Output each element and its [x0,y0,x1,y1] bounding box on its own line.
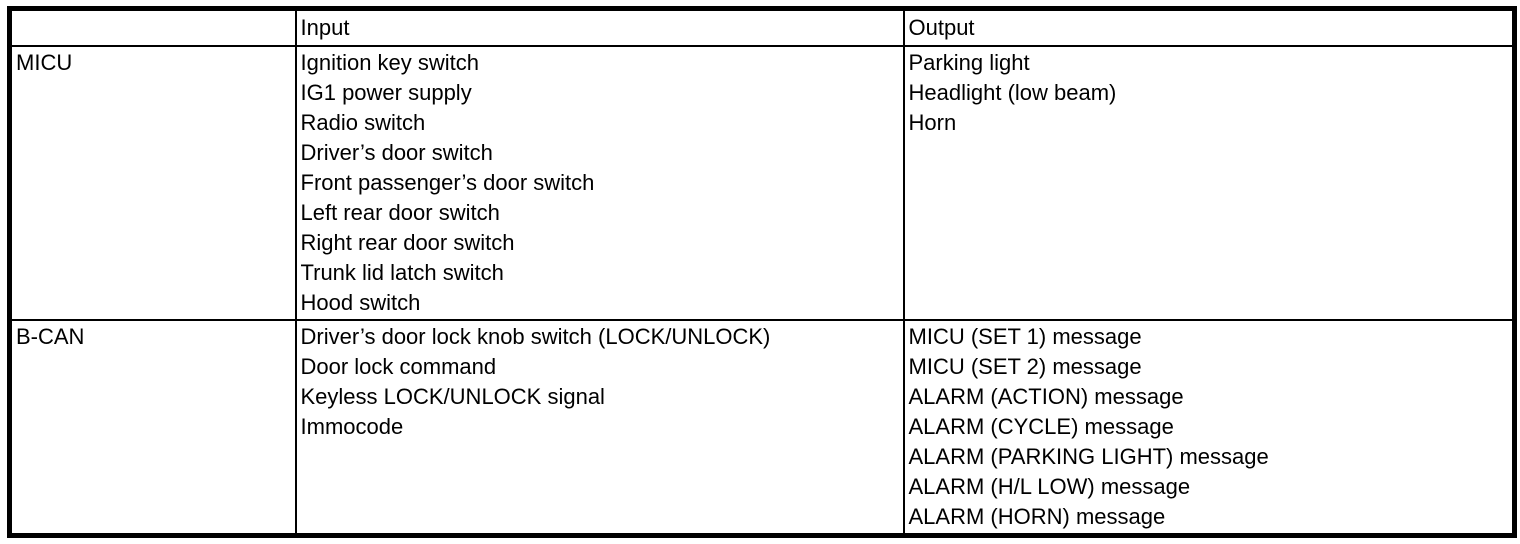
header-system-cell [8,7,297,47]
table-row-bcan: B-CAN Driver’s door lock knob switch (LO… [8,319,1516,537]
list-item: ALARM (CYCLE) message [908,414,1174,439]
list-item: Headlight (low beam) [908,80,1117,105]
list-item: MICU (SET 1) message [908,324,1142,349]
list-item: ALARM (H/L LOW) message [908,474,1191,499]
list-item: Parking light [908,50,1030,75]
list-item: Front passenger’s door switch [300,170,595,195]
list-item: Horn [908,110,957,135]
list-item: Immocode [300,414,404,439]
header-output-cell: Output [902,7,1516,47]
table-header-row: Input Output [8,7,1516,47]
list-item: Ignition key switch [300,50,480,75]
list-item: Keyless LOCK/UNLOCK signal [300,384,605,409]
list-item: Driver’s door lock knob switch (LOCK/UNL… [300,324,771,349]
list-item: ALARM (ACTION) message [908,384,1184,409]
bcan-inputs-cell: Driver’s door lock knob switch (LOCK/UNL… [294,319,905,537]
list-item: Hood switch [300,290,421,315]
list-item: Driver’s door switch [300,140,493,165]
list-item: Trunk lid latch switch [300,260,504,285]
header-input-cell: Input [294,7,905,47]
list-item: MICU (SET 2) message [908,354,1142,379]
list-item: Radio switch [300,110,426,135]
list-item: Door lock command [300,354,497,379]
list-item: Right rear door switch [300,230,515,255]
list-item: ALARM (HORN) message [908,504,1166,529]
row-label-bcan: B-CAN [8,319,297,537]
list-item: IG1 power supply [300,80,472,105]
list-item: Left rear door switch [300,200,500,225]
row-label-micu: MICU [8,45,297,321]
list-item: ALARM (PARKING LIGHT) message [908,444,1269,469]
